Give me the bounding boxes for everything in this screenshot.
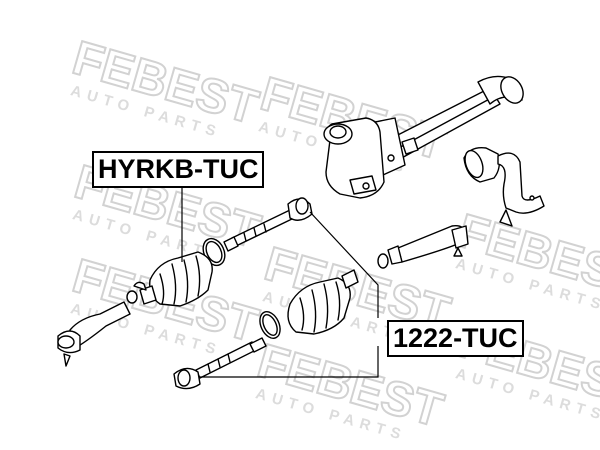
inner-tie-rod-upper <box>223 197 313 252</box>
boot-clamp-left <box>126 281 147 304</box>
mounting-bracket <box>497 152 545 227</box>
steering-rack-housing <box>323 75 524 199</box>
rack-boot-lower <box>287 269 359 335</box>
callout-label-1222-tuc: 1222-TUC <box>387 320 524 357</box>
leader-line-1222-lower <box>200 346 379 378</box>
leader-line-1222-upper <box>309 211 379 318</box>
outer-tie-rod-end-left <box>57 301 131 367</box>
outer-tie-rod-end-right <box>377 224 469 269</box>
leader-lines <box>181 182 379 378</box>
inner-tie-rod-lower <box>173 337 267 390</box>
rack-boot-upper <box>139 251 213 307</box>
callout-label-hyrkb-tuc: HYRKB-TUC <box>92 151 265 188</box>
seal-ring-lower <box>259 311 281 339</box>
mounting-bushing <box>463 147 501 183</box>
